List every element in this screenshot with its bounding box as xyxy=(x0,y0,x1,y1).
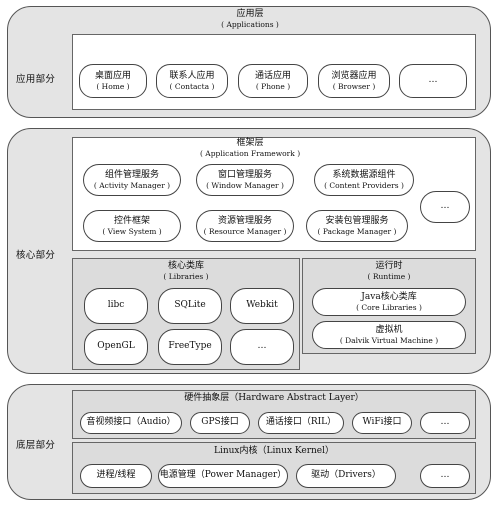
bottom-band-label: 底层部分 xyxy=(16,440,56,451)
app-browser-zh: 浏览器应用 xyxy=(331,70,377,81)
libraries-title: 核心类库 ( Libraries ) xyxy=(136,261,236,282)
fw-activity-manager: 组件管理服务 ( Activity Manager ) xyxy=(83,164,181,196)
hal-title-text: 硬件抽象层（Hardware Abstract Layer） xyxy=(184,393,364,403)
app-home: 桌面应用 ( Home ) xyxy=(79,64,147,98)
app-contacts: 联系人应用 ( Contacta ) xyxy=(156,64,228,98)
app-home-zh: 桌面应用 xyxy=(94,70,131,81)
fw-window-manager-en: ( Window Manager ) xyxy=(206,180,284,190)
hal-wifi: WiFi接口 xyxy=(352,412,412,434)
runtime-title: 运行时 ( Runtime ) xyxy=(339,261,439,282)
kernel-title-text: Linux内核（Linux Kernel） xyxy=(213,446,335,456)
fw-package-manager-zh: 安装包管理服务 xyxy=(325,215,389,226)
lib-webkit: Webkit xyxy=(230,288,294,324)
libraries-title-zh: 核心类库 xyxy=(167,261,204,271)
fw-content-providers-en: ( Content Providers ) xyxy=(324,180,404,190)
runtime-title-zh: 运行时 xyxy=(375,261,403,271)
rt-dalvik-vm: 虚拟机 ( Dalvik Virtual Machine ) xyxy=(312,321,466,349)
lib-sqlite-label: SQLite xyxy=(174,300,206,311)
rt-core-libraries-zh: Java核心类库 xyxy=(361,291,417,302)
hal-audio: 音视频接口（Audio） xyxy=(80,412,182,434)
kernel-process-label: 进程/线程 xyxy=(96,470,136,481)
rt-dalvik-vm-en: ( Dalvik Virtual Machine ) xyxy=(339,335,439,345)
fw-content-providers-zh: 系统数据源组件 xyxy=(332,169,396,180)
rt-dalvik-vm-zh: 虚拟机 xyxy=(375,324,403,335)
lib-freetype: FreeType xyxy=(158,329,222,365)
fw-view-system-en: ( View System ) xyxy=(102,226,162,236)
kernel-drivers: 驱动（Drivers） xyxy=(296,464,396,488)
applications-title-en: ( Applications ) xyxy=(221,20,279,30)
hal-wifi-label: WiFi接口 xyxy=(362,417,402,428)
fw-resource-manager: 资源管理服务 ( Resource Manager ) xyxy=(196,210,294,242)
kernel-more-ellipsis: … xyxy=(440,470,450,481)
rt-core-libraries-en: ( Core Libraries ) xyxy=(356,302,422,312)
kernel-title: Linux内核（Linux Kernel） xyxy=(194,446,354,457)
applications-layer-title: 应用层 ( Applications ) xyxy=(200,9,300,30)
lib-opengl: OpenGL xyxy=(84,329,148,365)
fw-window-manager-zh: 窗口管理服务 xyxy=(217,169,272,180)
fw-view-system-zh: 控件框架 xyxy=(113,215,150,226)
lib-sqlite: SQLite xyxy=(158,288,222,324)
lib-webkit-label: Webkit xyxy=(246,300,278,311)
framework-title-en: ( Application Framework ) xyxy=(200,149,301,159)
hal-audio-label: 音视频接口（Audio） xyxy=(86,417,176,428)
fw-more-ellipsis: … xyxy=(440,201,450,212)
core-band-label: 核心部分 xyxy=(16,250,56,261)
lib-opengl-label: OpenGL xyxy=(97,341,135,352)
hal-gps: GPS接口 xyxy=(190,412,250,434)
runtime-title-en: ( Runtime ) xyxy=(367,272,411,282)
rt-core-libraries: Java核心类库 ( Core Libraries ) xyxy=(312,288,466,316)
kernel-drivers-label: 驱动（Drivers） xyxy=(311,470,381,481)
app-more: … xyxy=(399,64,467,98)
app-phone-en: ( Phone ) xyxy=(255,81,291,91)
app-contacts-en: ( Contacta ) xyxy=(169,81,215,91)
fw-activity-manager-zh: 组件管理服务 xyxy=(104,169,159,180)
lib-more-ellipsis: … xyxy=(257,341,267,352)
hal-ril: 通话接口（RIL） xyxy=(258,412,344,434)
app-browser-en: ( Browser ) xyxy=(332,81,376,91)
hal-more: … xyxy=(420,412,470,434)
kernel-more: … xyxy=(420,464,470,488)
hal-ril-label: 通话接口（RIL） xyxy=(265,417,337,428)
fw-window-manager: 窗口管理服务 ( Window Manager ) xyxy=(196,164,294,196)
fw-resource-manager-zh: 资源管理服务 xyxy=(217,215,272,226)
framework-layer-title: 框架层 ( Application Framework ) xyxy=(200,138,300,159)
libraries-title-en: ( Libraries ) xyxy=(163,272,209,282)
hal-title: 硬件抽象层（Hardware Abstract Layer） xyxy=(154,393,394,404)
lib-libc-label: libc xyxy=(107,300,125,311)
fw-package-manager: 安装包管理服务 ( Package Manager ) xyxy=(306,210,408,242)
app-contacts-zh: 联系人应用 xyxy=(169,70,215,81)
lib-freetype-label: FreeType xyxy=(168,341,212,352)
fw-package-manager-en: ( Package Manager ) xyxy=(317,226,397,236)
fw-content-providers: 系统数据源组件 ( Content Providers ) xyxy=(314,164,414,196)
kernel-process: 进程/线程 xyxy=(80,464,152,488)
lib-more: … xyxy=(230,329,294,365)
applications-band-label: 应用部分 xyxy=(16,74,56,85)
fw-resource-manager-en: ( Resource Manager ) xyxy=(203,226,287,236)
kernel-power: 电源管理（Power Manager） xyxy=(158,464,288,488)
kernel-power-label: 电源管理（Power Manager） xyxy=(159,470,287,481)
hal-more-ellipsis: … xyxy=(440,417,450,428)
hal-gps-label: GPS接口 xyxy=(201,417,239,428)
framework-title-zh: 框架层 xyxy=(236,138,264,148)
app-phone: 通话应用 ( Phone ) xyxy=(238,64,308,98)
app-phone-zh: 通话应用 xyxy=(254,70,291,81)
fw-view-system: 控件框架 ( View System ) xyxy=(83,210,181,242)
applications-title-zh: 应用层 xyxy=(236,9,264,19)
app-browser: 浏览器应用 ( Browser ) xyxy=(318,64,390,98)
fw-more: … xyxy=(420,191,470,223)
app-more-ellipsis: … xyxy=(428,75,438,86)
fw-activity-manager-en: ( Activity Manager ) xyxy=(93,180,171,190)
lib-libc: libc xyxy=(84,288,148,324)
app-home-en: ( Home ) xyxy=(96,81,130,91)
